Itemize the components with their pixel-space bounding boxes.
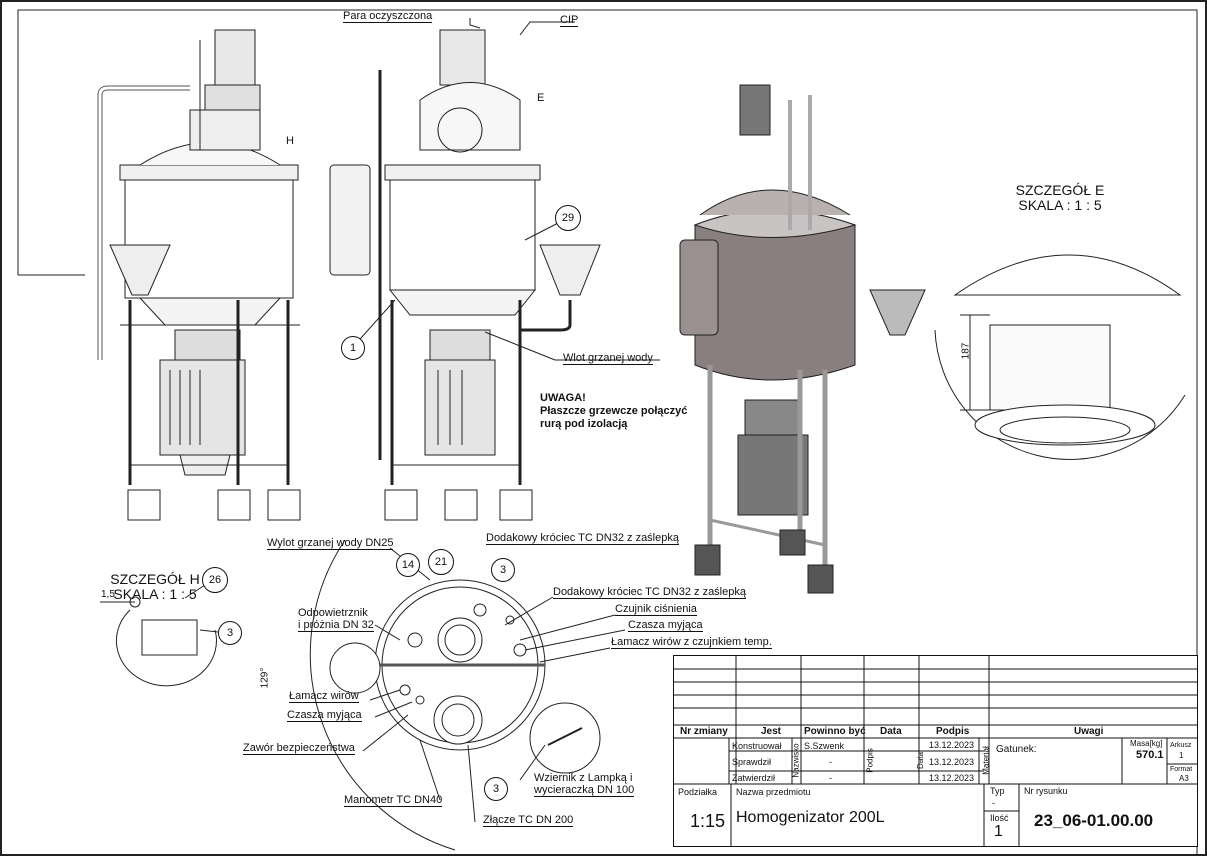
tb-date-zatwierdzil: 13.12.2023	[929, 773, 975, 783]
label-czujnik-cisnienia: Czujnik ciśnienia	[615, 603, 697, 616]
inner-frame	[17, 9, 1198, 855]
detail-h-name: SZCZEGÓŁ H	[110, 571, 200, 587]
tb-role-sprawdzil: Sprawdził	[732, 757, 772, 767]
tb-header-jest: Jest	[761, 726, 782, 737]
note-uwaga-line-3: rurą pod izolacją	[540, 418, 628, 430]
tb-format-value: A3	[1179, 774, 1189, 783]
balloon-3-detail-h: 3	[218, 621, 242, 645]
detail-e-title: SZCZEGÓŁ E SKALA : 1 : 5	[1000, 183, 1120, 213]
label-detail-e-ref: E	[537, 92, 545, 104]
detail-h-title: SZCZEGÓŁ H SKALA : 1 : 5	[100, 572, 210, 602]
label-para-oczyszczona: Para oczyszczona	[343, 10, 433, 23]
tb-name-sprawdzil: -	[829, 757, 832, 767]
detail-h-view	[100, 584, 219, 687]
label-lamacz-temp: Łamacz wirów z czujnkiem temp.	[611, 636, 772, 649]
tb-masa-label: Masa[kg]	[1130, 739, 1163, 748]
tb-header-uwagi: Uwagi	[1074, 726, 1104, 737]
tb-header-data: Data	[880, 726, 902, 737]
label-czasza-myjaca-1: Czasza myjąca	[628, 619, 703, 632]
tb-vert-data: Data	[915, 752, 925, 769]
plan-view	[309, 539, 626, 851]
balloon-3-plan-top: 3	[491, 558, 515, 582]
note-uwaga-line-2: Płaszcze grzewcze połączyć	[540, 405, 688, 417]
label-zawor: Zawór bezpieczeństwa	[243, 742, 355, 755]
tb-date-konstruowal: 13.12.2023	[929, 740, 975, 750]
tb-ilosc-value: 1	[994, 823, 1003, 840]
balloon-29: 29	[555, 205, 581, 231]
label-lamacz-wirow: Łamacz wirów	[289, 690, 359, 703]
label-angle: 129°	[259, 667, 271, 689]
label-zlacze: Złącze TC DN 200	[483, 814, 574, 827]
tb-name-zatwierdzil: -	[829, 773, 832, 783]
detail-h-dimension: 1,5	[101, 589, 115, 600]
tb-masa-value: 570.1	[1136, 749, 1164, 761]
side-view	[329, 18, 660, 521]
balloon-26: 26	[202, 567, 228, 593]
balloon-21: 21	[428, 549, 454, 575]
tb-nazwa-label: Nazwa przedmiotu	[736, 787, 811, 797]
tb-typ-label: Typ	[990, 786, 1005, 796]
note-uwaga-line-1: UWAGA!	[540, 392, 586, 404]
detail-e-name: SZCZEGÓŁ E	[1015, 182, 1105, 198]
tb-format-label: Format	[1170, 766, 1193, 773]
isometric-view	[679, 84, 926, 594]
tb-nr-value: 23_06-01.00.00	[1034, 811, 1154, 830]
tb-vert-podpis: Podpis	[865, 748, 875, 773]
note-uwaga: UWAGA! Płaszcze grzewcze połączyć rurą p…	[540, 392, 687, 431]
label-detail-h-ref: H	[286, 135, 294, 147]
tb-ilosc-label: Ilość	[990, 813, 1009, 823]
title-block-grid	[674, 656, 1197, 846]
balloon-14: 14	[396, 553, 420, 577]
label-wlot-grzanej-wody: Wlot grzanej wody	[563, 352, 653, 365]
front-view	[97, 29, 301, 521]
tb-role-zatwierdzil: Zatwierdził	[732, 773, 776, 783]
label-czasza-myjaca-2: Czasza myjąca	[287, 709, 362, 722]
label-wylot: Wylot grzanej wody DN25	[267, 537, 394, 550]
tb-role-konstruowal: Konstruował	[732, 741, 782, 751]
label-krociec-1: Dodakowy króciec TC DN32 z zaślepką	[486, 532, 679, 545]
label-odpowietrznik-1: Odpowietrznik	[298, 607, 368, 619]
tb-date-sprawdzil: 13.12.2023	[929, 757, 975, 767]
balloon-1: 1	[341, 336, 365, 360]
tb-podzialka-label: Podziałka	[678, 787, 718, 797]
tb-nazwa-value: Homogenizator 200L	[736, 809, 885, 826]
tb-podzialka-value: 1:15	[690, 811, 726, 831]
title-block: Nr zmiany Jest Powinno być Data Podpis U…	[673, 655, 1198, 847]
tb-name-konstruowal: S.Szwenk	[804, 741, 845, 751]
tb-arkusz-value: 1	[1179, 751, 1184, 760]
tb-header-podpis: Podpis	[936, 726, 970, 737]
label-krociec-2: Dodakowy króciec TC DN32 z zaślepką	[553, 586, 746, 599]
tb-vert-nazwisko: Nazwisko	[791, 743, 801, 778]
detail-e-view	[934, 254, 1186, 460]
label-cip: CIP	[560, 14, 579, 27]
tb-header-powinno: Powinno być	[804, 726, 866, 737]
detail-e-scale: SKALA : 1 : 5	[1018, 197, 1102, 213]
label-wziernik-1: Wziernik z Lampką i	[534, 772, 633, 784]
label-manometr: Manometr TC DN40	[344, 794, 443, 807]
tb-arkusz-label: Arkusz	[1170, 742, 1192, 749]
balloon-3-plan-bottom: 3	[484, 777, 508, 801]
label-odpowietrznik-2: i próżnia DN 32	[298, 619, 374, 632]
detail-e-dimension: 187	[960, 342, 972, 360]
detail-h-scale: SKALA : 1 : 5	[113, 586, 197, 602]
tb-vert-material: Materiał	[981, 746, 991, 775]
tb-gatunek: Gatunek:	[996, 744, 1037, 755]
tb-header-nr-zmiany: Nr zmiany	[680, 726, 728, 737]
label-wziernik-2: wycieraczką DN 100	[534, 784, 635, 797]
tb-typ-value: -	[992, 798, 995, 808]
tb-nr-label: Nr rysunku	[1024, 786, 1068, 796]
